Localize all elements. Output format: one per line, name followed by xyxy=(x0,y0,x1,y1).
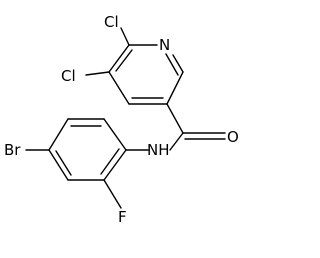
atom-label-o: O xyxy=(227,128,239,146)
bond-c-f xyxy=(103,179,122,209)
molecule-structure: Cl N Cl O NH Br F xyxy=(4,13,239,226)
bond xyxy=(172,54,184,73)
atom-label-f: F xyxy=(118,208,127,226)
bond-c-cl-top xyxy=(120,27,130,46)
bond xyxy=(103,149,127,181)
bond xyxy=(48,149,69,181)
bond xyxy=(115,49,133,72)
atom-label-cl-left: Cl xyxy=(61,67,76,85)
bond xyxy=(165,53,179,76)
bond xyxy=(108,44,130,73)
bond xyxy=(108,71,130,105)
phenyl-ring xyxy=(48,118,127,181)
bond-carbonyl-n xyxy=(169,132,184,151)
bond xyxy=(166,71,184,105)
bond xyxy=(55,150,72,176)
atom-label-br: Br xyxy=(4,141,21,159)
structure-canvas: Cl N Cl O NH Br F xyxy=(4,13,239,226)
bond-c-cl-left xyxy=(85,71,110,76)
bond xyxy=(48,118,69,151)
bond xyxy=(103,118,127,151)
bond-ring-carbonyl xyxy=(166,103,184,134)
atom-label-cl-top: Cl xyxy=(104,13,119,31)
pyridine-ring xyxy=(108,44,184,105)
atom-label-nh: NH xyxy=(147,141,170,159)
bond xyxy=(100,148,120,175)
atom-label-n: N xyxy=(159,36,170,54)
